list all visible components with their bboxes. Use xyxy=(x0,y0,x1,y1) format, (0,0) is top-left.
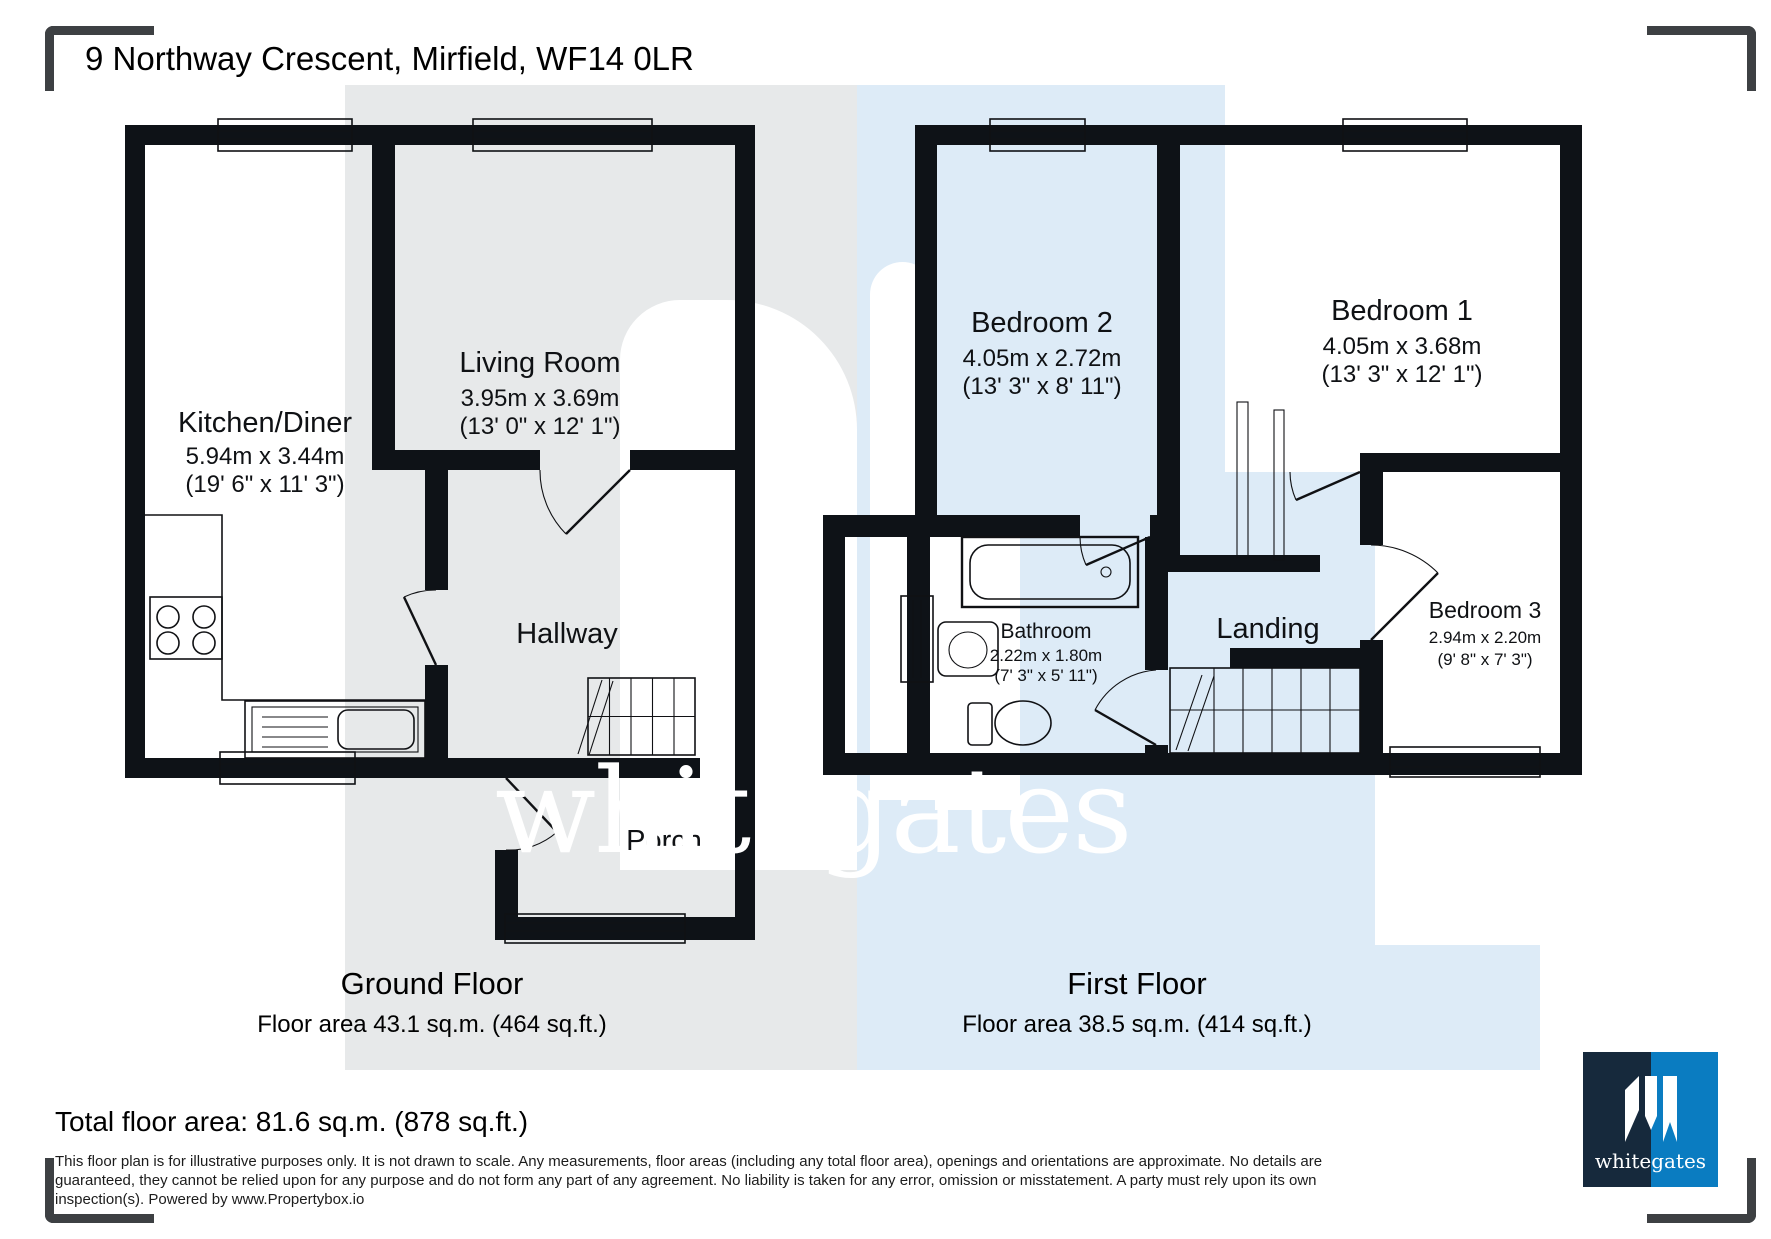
room-dim-bedroom3-imperial: (9' 8" x 7' 3") xyxy=(1437,650,1532,669)
ground-floor-plan: Kitchen/Diner 5.94m x 3.44m (19' 6" x 11… xyxy=(125,118,755,944)
whitegates-logo-mark xyxy=(1624,1076,1677,1142)
corner-bracket-bottom-left xyxy=(45,1158,154,1223)
disclaimer-text: This floor plan is for illustrative purp… xyxy=(55,1153,1323,1209)
room-dim-bedroom1-metric: 4.05m x 3.68m xyxy=(1323,333,1482,360)
room-dim-living-metric: 3.95m x 3.69m xyxy=(461,385,620,412)
logo-brand-text: whitegates xyxy=(1594,1149,1707,1173)
logo-blue-half xyxy=(1650,1052,1718,1187)
first-floor-windows xyxy=(900,118,1541,778)
ground-floor-room-labels: Kitchen/Diner 5.94m x 3.44m (19' 6" x 11… xyxy=(178,347,702,857)
stairs-ground xyxy=(577,677,696,756)
door-porch xyxy=(505,777,558,851)
ground-floor-title: Ground Floor xyxy=(340,966,524,1001)
corner-bracket-top-right xyxy=(1647,26,1756,91)
window-bedroom3-bottom xyxy=(1389,746,1541,778)
window-kitchen-top xyxy=(217,118,353,152)
first-floor-room-labels: Bedroom 2 4.05m x 2.72m (13' 3" x 8' 11"… xyxy=(962,295,1541,685)
first-floor-walls xyxy=(823,125,1582,775)
first-floor-doors xyxy=(1079,401,1439,747)
corner-bracket-top-left xyxy=(45,26,154,91)
watermark-band-blue-lower xyxy=(1225,945,1540,1070)
total-floor-area: Total floor area: 81.6 sq.m. (878 sq.ft.… xyxy=(55,1106,529,1137)
bathtub xyxy=(960,535,1140,609)
room-dim-bedroom2-imperial: (13' 3" x 8' 11") xyxy=(962,373,1121,400)
room-label-hallway: Hallway xyxy=(516,618,618,650)
room-dim-bedroom1-imperial: (13' 3" x 12' 1") xyxy=(1322,361,1483,388)
page-title: 9 Northway Crescent, Mirfield, WF14 0LR xyxy=(85,40,694,77)
ground-floor-windows xyxy=(217,118,686,944)
room-dim-bedroom2-metric: 4.05m x 2.72m xyxy=(963,345,1122,372)
door-living-room xyxy=(539,469,631,535)
room-label-bedroom2: Bedroom 2 xyxy=(971,307,1113,339)
first-floor-title: First Floor xyxy=(1067,966,1207,1001)
kitchen-counter xyxy=(145,514,425,701)
room-label-landing: Landing xyxy=(1216,613,1319,645)
window-bathroom-left xyxy=(900,595,934,683)
room-dim-kitchen-metric: 5.94m x 3.44m xyxy=(186,443,345,470)
ground-floor-area: Floor area 43.1 sq.m. (464 sq.ft.) xyxy=(257,1011,607,1038)
ground-floor-doors xyxy=(402,469,631,851)
first-floor-area: Floor area 38.5 sq.m. (414 sq.ft.) xyxy=(962,1011,1312,1038)
door-kitchen xyxy=(402,589,438,666)
whitegates-logo: whitegates xyxy=(1583,1052,1718,1187)
window-bedroom2-top xyxy=(989,118,1086,152)
door-bathroom xyxy=(1094,669,1157,747)
first-floor-caption: First Floor Floor area 38.5 sq.m. (414 s… xyxy=(817,966,1457,1039)
watermark-band-blue-landing xyxy=(1225,472,1375,945)
room-dim-bedroom3-metric: 2.94m x 2.20m xyxy=(1429,628,1541,647)
door-bedroom3 xyxy=(1370,544,1439,641)
room-label-bedroom1: Bedroom 1 xyxy=(1331,295,1473,327)
ground-floor-caption: Ground Floor Floor area 43.1 sq.m. (464 … xyxy=(112,966,752,1039)
kitchen-fixtures xyxy=(145,514,426,759)
room-label-bathroom: Bathroom xyxy=(1000,620,1091,643)
room-label-porch: Porch xyxy=(626,825,702,857)
door-bedroom1 xyxy=(1289,470,1361,502)
window-bedroom1-top xyxy=(1342,118,1468,152)
room-label-kitchen-diner: Kitchen/Diner xyxy=(178,407,352,439)
corner-bracket-bottom-right xyxy=(1647,1158,1756,1223)
hob xyxy=(149,596,223,660)
logo-navy-half xyxy=(1583,1052,1651,1187)
ground-floor-walls xyxy=(125,125,755,940)
window-porch-bottom xyxy=(504,913,686,944)
room-dim-living-imperial: (13' 0" x 12' 1") xyxy=(460,413,621,440)
bathroom-fixtures xyxy=(937,535,1140,746)
room-label-bedroom3: Bedroom 3 xyxy=(1429,597,1542,623)
room-dim-bathroom-metric: 2.22m x 1.80m xyxy=(990,646,1102,665)
cupboard-doors xyxy=(1236,401,1285,561)
room-dim-bathroom-imperial: (7' 3" x 5' 11") xyxy=(994,666,1097,685)
window-living-top xyxy=(472,118,653,152)
sink xyxy=(244,700,426,759)
room-label-living-room: Living Room xyxy=(459,347,620,379)
door-bedroom2 xyxy=(1079,535,1151,567)
first-floor-plan: Bedroom 2 4.05m x 2.72m (13' 3" x 8' 11"… xyxy=(823,118,1582,778)
stairs-first xyxy=(1169,667,1361,754)
washbasin xyxy=(937,621,999,677)
toilet xyxy=(967,700,1052,746)
room-dim-kitchen-imperial: (19' 6" x 11' 3") xyxy=(185,471,344,498)
